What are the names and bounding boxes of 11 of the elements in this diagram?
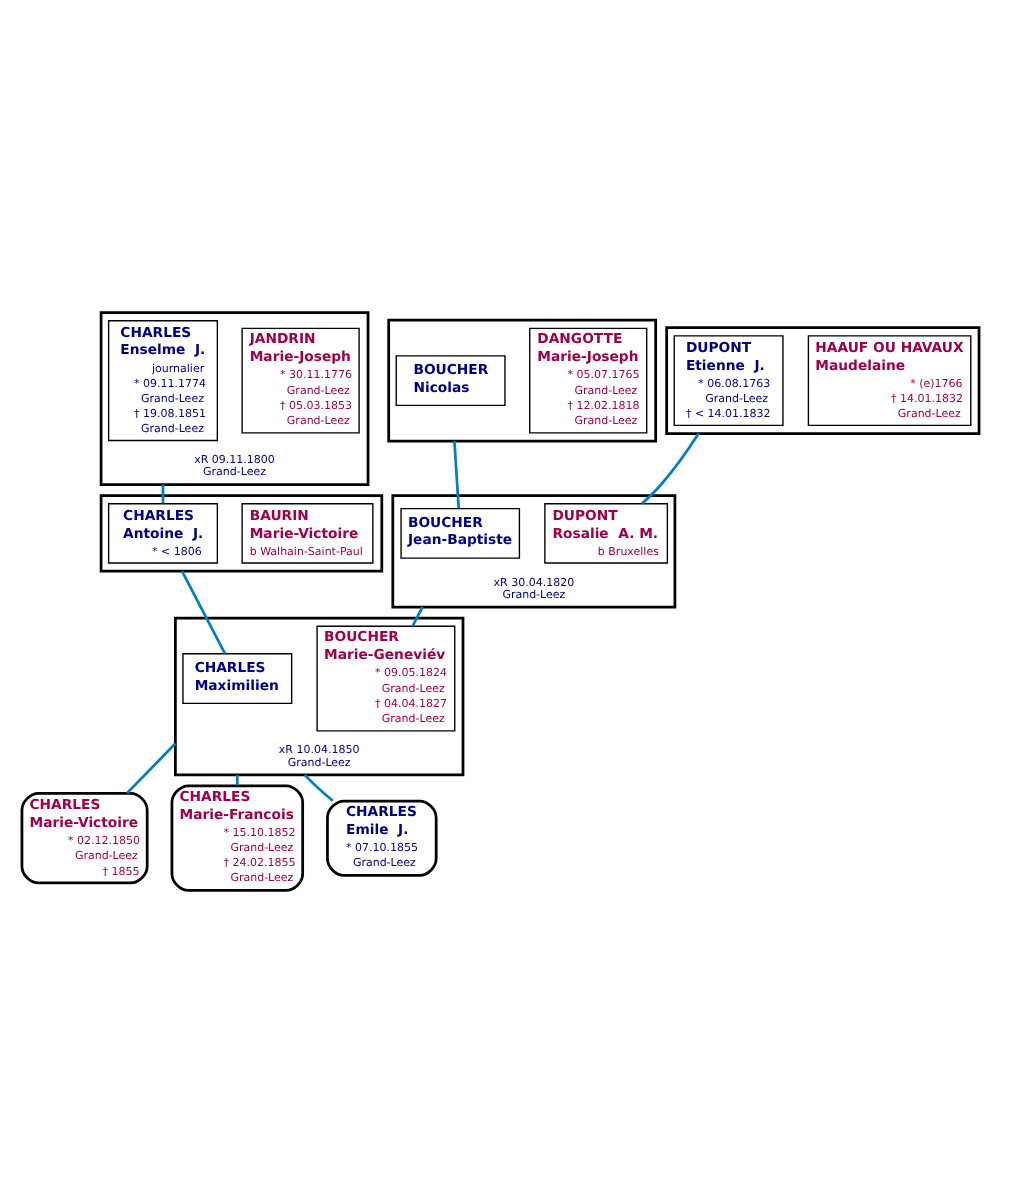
connector	[180, 569, 227, 654]
connector	[303, 772, 334, 801]
cluster	[99, 493, 384, 572]
connector	[161, 483, 165, 503]
cluster	[665, 325, 981, 434]
connector	[453, 440, 461, 508]
cluster	[387, 317, 658, 442]
connector	[640, 431, 700, 504]
connector	[126, 741, 177, 794]
connector	[411, 605, 424, 626]
connector	[235, 773, 239, 785]
